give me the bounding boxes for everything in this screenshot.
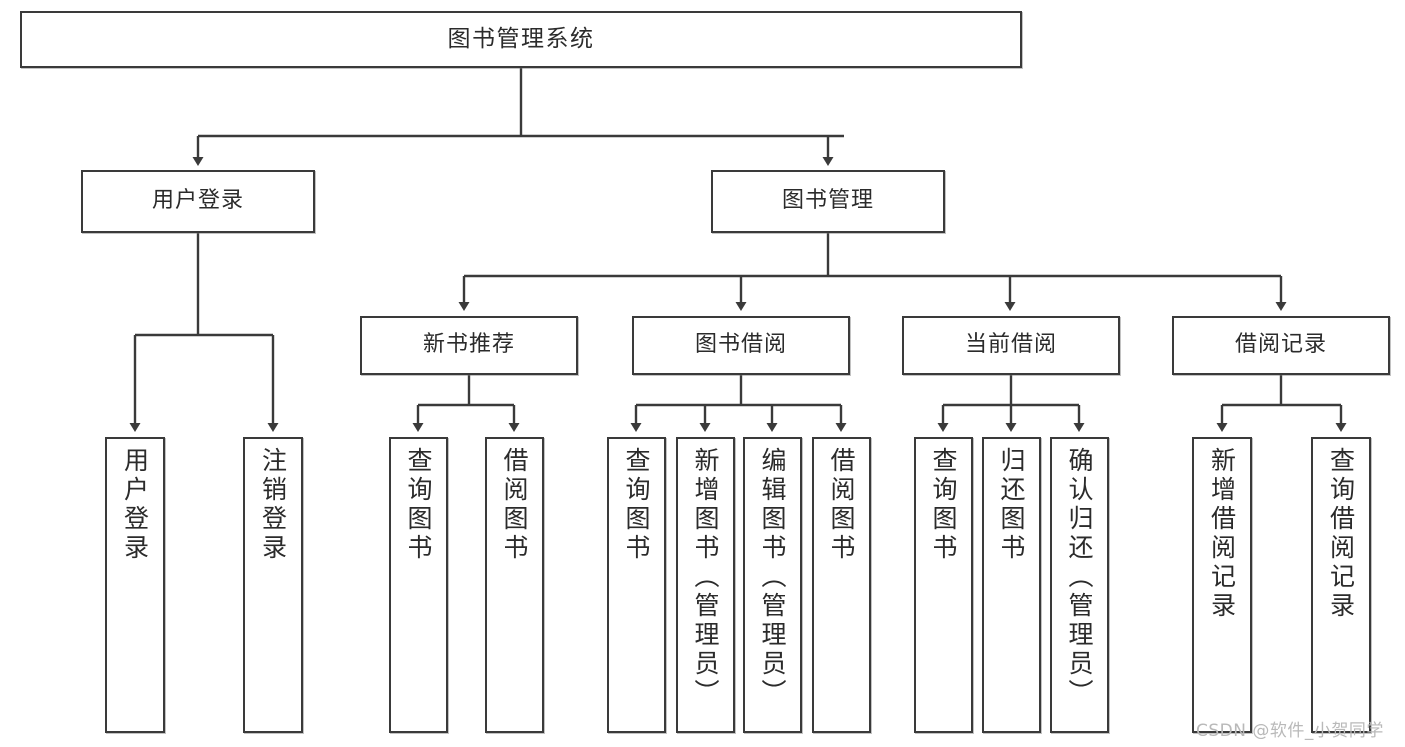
leaf-add-book-admin[interactable]: 新增图书（管理员） (676, 437, 735, 733)
leaf-logout[interactable]: 注销登录 (243, 437, 303, 733)
node-user-login[interactable]: 用户登录 (81, 170, 315, 233)
node-new-book-recommend[interactable]: 新书推荐 (360, 316, 578, 375)
node-label: 查询图书 (929, 447, 958, 563)
leaf-edit-book-admin[interactable]: 编辑图书（管理员） (743, 437, 802, 733)
node-label: 确认归还（管理员） (1065, 447, 1094, 708)
node-label: 借阅图书 (827, 447, 856, 563)
node-label: 归还图书 (997, 447, 1026, 563)
node-label: 图书管理系统 (447, 25, 595, 52)
leaf-query-book-borrow[interactable]: 查询图书 (607, 437, 666, 733)
node-label: 新书推荐 (422, 332, 515, 358)
node-label: 查询图书 (404, 447, 433, 563)
leaf-user-login[interactable]: 用户登录 (105, 437, 165, 733)
watermark-csdn: CSDN @软件_小贺同学 (1196, 721, 1384, 741)
leaf-query-borrow-record[interactable]: 查询借阅记录 (1311, 437, 1371, 733)
leaf-query-book-current[interactable]: 查询图书 (914, 437, 973, 733)
node-current-borrow[interactable]: 当前借阅 (902, 316, 1120, 375)
node-label: 图书管理 (781, 188, 874, 214)
node-label: 注销登录 (258, 447, 288, 563)
leaf-confirm-return-admin[interactable]: 确认归还（管理员） (1050, 437, 1109, 733)
node-label: 新增借阅记录 (1207, 447, 1237, 621)
node-borrow-record[interactable]: 借阅记录 (1172, 316, 1390, 375)
node-label: 新增图书（管理员） (691, 447, 720, 708)
node-label: 查询图书 (622, 447, 651, 563)
leaf-add-borrow-record[interactable]: 新增借阅记录 (1192, 437, 1252, 733)
node-root-book-management-system[interactable]: 图书管理系统 (20, 11, 1022, 68)
node-book-management[interactable]: 图书管理 (711, 170, 945, 233)
node-label: 用户登录 (120, 447, 150, 563)
node-label: 当前借阅 (964, 332, 1057, 358)
node-label: 借阅图书 (500, 447, 529, 563)
leaf-query-book-recommend[interactable]: 查询图书 (389, 437, 448, 733)
leaf-borrow-book-recommend[interactable]: 借阅图书 (485, 437, 544, 733)
node-label: 查询借阅记录 (1326, 447, 1356, 621)
node-book-borrow[interactable]: 图书借阅 (632, 316, 850, 375)
node-label: 用户登录 (151, 188, 244, 214)
leaf-borrow-book[interactable]: 借阅图书 (812, 437, 871, 733)
node-label: 图书借阅 (694, 332, 787, 358)
node-label: 借阅记录 (1234, 332, 1327, 358)
leaf-return-book[interactable]: 归还图书 (982, 437, 1041, 733)
node-label: 编辑图书（管理员） (758, 447, 787, 708)
